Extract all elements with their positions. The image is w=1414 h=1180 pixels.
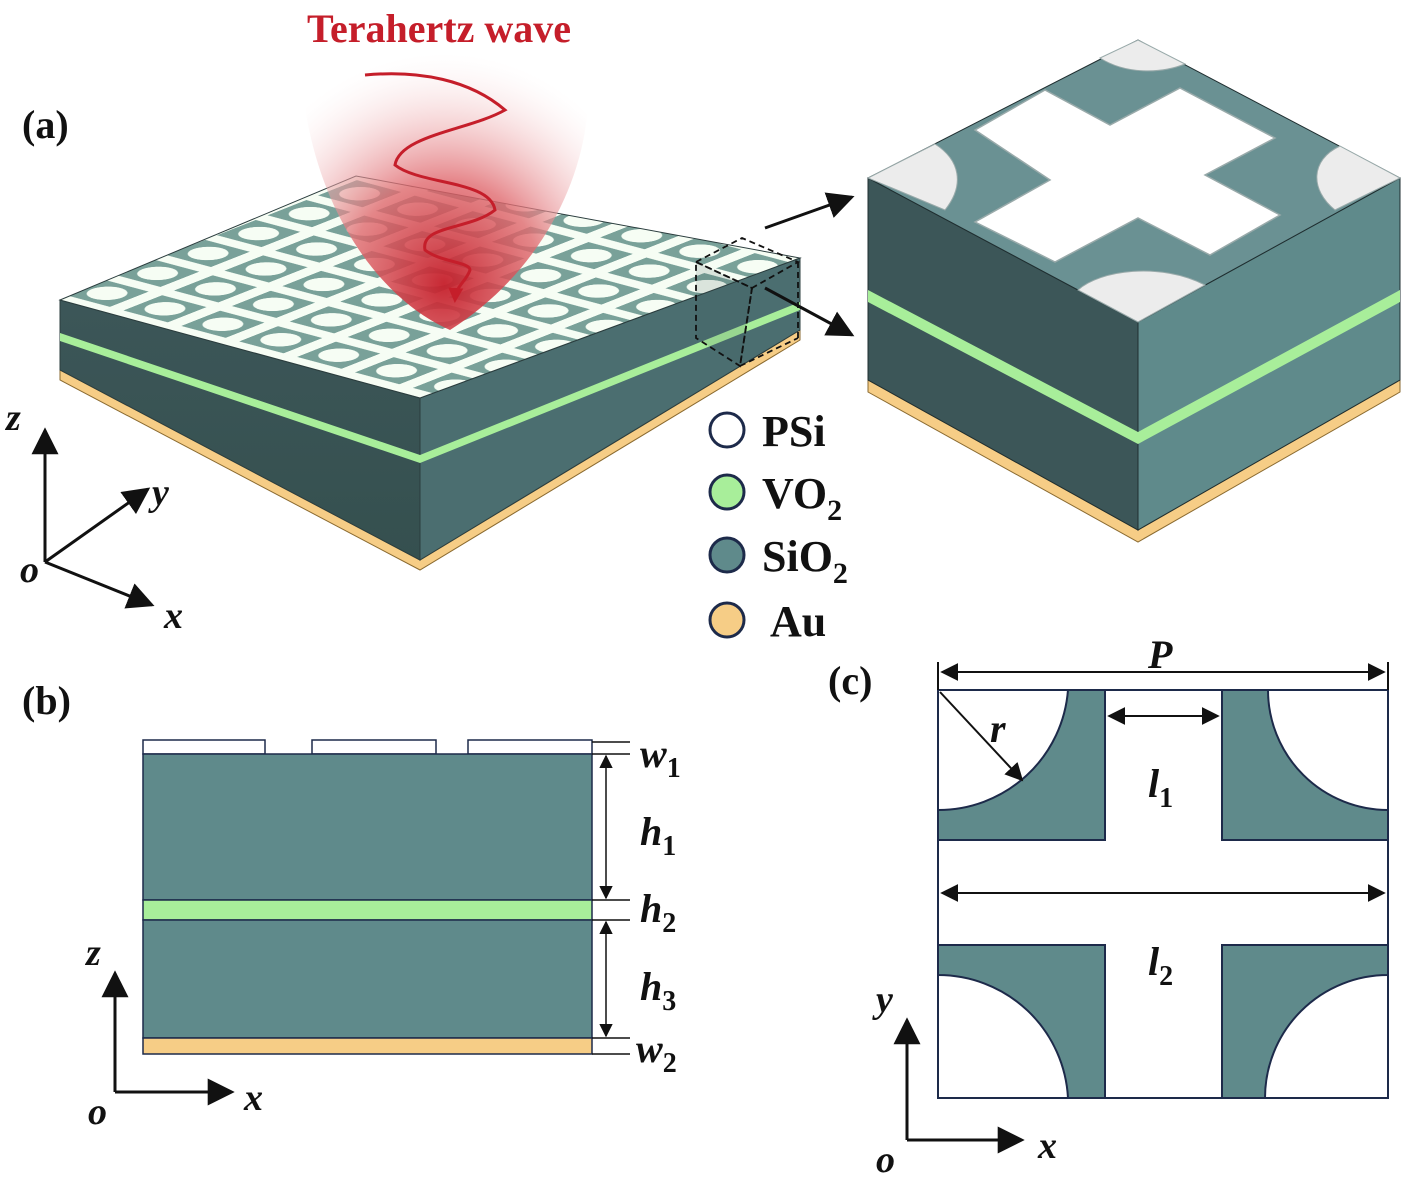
dim-r: r — [990, 706, 1006, 751]
panel-a: (a) Terahertz wave — [4, 6, 1402, 637]
unit-cell-selection-box — [693, 237, 801, 368]
dim-l2: l2 — [1148, 939, 1173, 992]
panel-c: (c) P r l1 l2 y x o — [828, 632, 1389, 1180]
dim-w2: w2 — [636, 1026, 677, 1079]
svg-text:PSi: PSi — [762, 407, 826, 456]
axis-c-y: y — [872, 979, 893, 1021]
legend-label-au: Au — [770, 597, 826, 646]
cross-section-au — [142, 1037, 593, 1055]
zoom-arrow-bottom — [764, 286, 855, 337]
legend-item-vo2: VO2 — [708, 469, 842, 527]
legend-item-psi: PSi — [708, 407, 826, 456]
svg-text:SiO2: SiO2 — [762, 532, 848, 590]
top-view-sio2-bottom-right — [1221, 944, 1389, 1099]
axes-a: z y x o — [4, 397, 183, 637]
dim-w1: w1 — [640, 731, 681, 784]
legend-sub-vo2: 2 — [827, 494, 842, 527]
material-legend: PSi VO2 SiO2 Au — [708, 407, 848, 646]
cross-section-vo2 — [142, 899, 593, 921]
dim-h3: h3 — [640, 964, 676, 1017]
cross-section-sio2-bottom — [142, 919, 593, 1039]
panel-c-label: (c) — [828, 658, 872, 703]
legend-item-au: Au — [708, 597, 826, 646]
wave-title: Terahertz wave — [307, 6, 571, 51]
legend-label-vo2: VO — [762, 469, 827, 518]
dim-h2: h2 — [640, 886, 676, 939]
dimension-ticks-b — [592, 741, 630, 1055]
panel-b-label: (b) — [22, 678, 71, 723]
top-view-sio2-top-left — [937, 689, 1106, 841]
axis-a-y: y — [148, 472, 169, 514]
terahertz-wave-line — [364, 72, 508, 303]
top-view-psi-cross — [937, 689, 1389, 1099]
axis-b-z: z — [84, 932, 101, 974]
dim-l1: l1 — [1148, 761, 1173, 814]
axes-b: z x o — [84, 932, 263, 1133]
legend-label-sio2: SiO — [762, 532, 833, 581]
zoom-arrow-top — [764, 192, 855, 230]
dim-h1: h1 — [640, 809, 676, 862]
legend-label-psi: PSi — [762, 407, 826, 456]
cross-section-psi-strip-3 — [467, 739, 593, 755]
axis-a-z: z — [4, 397, 21, 439]
axis-c-origin: o — [876, 1139, 895, 1180]
axis-a-x: x — [163, 595, 183, 637]
panel-a-label: (a) — [22, 102, 69, 147]
axis-c-x: x — [1037, 1125, 1057, 1167]
svg-text:Au: Au — [770, 597, 826, 646]
axis-b-x: x — [243, 1077, 263, 1119]
slab-vo2-stripe-left — [60, 333, 420, 463]
dim-P: P — [1147, 632, 1173, 677]
dimension-arrows-c — [937, 662, 1389, 902]
svg-text:VO2: VO2 — [762, 469, 842, 527]
cross-section-sio2-top — [142, 753, 593, 901]
axis-a-origin: o — [20, 549, 39, 591]
cross-section-psi-strip-1 — [142, 739, 266, 755]
slab-vo2-stripe-right — [420, 302, 800, 463]
slab-top-outline — [58, 175, 802, 399]
unit-cell-3d — [866, 39, 1402, 543]
top-view-sio2-bottom-left — [937, 944, 1106, 1099]
terahertz-beam — [300, 22, 589, 330]
legend-item-sio2: SiO2 — [708, 532, 848, 590]
panel-b: (b) w1 h1 h2 h3 w2 z x — [22, 678, 681, 1133]
cross-section-psi-strip-2 — [311, 739, 437, 755]
legend-sub-sio2: 2 — [833, 557, 848, 590]
axes-c: y x o — [872, 979, 1057, 1180]
axis-b-origin: o — [88, 1091, 107, 1133]
top-view-sio2-top-right — [1221, 689, 1389, 841]
